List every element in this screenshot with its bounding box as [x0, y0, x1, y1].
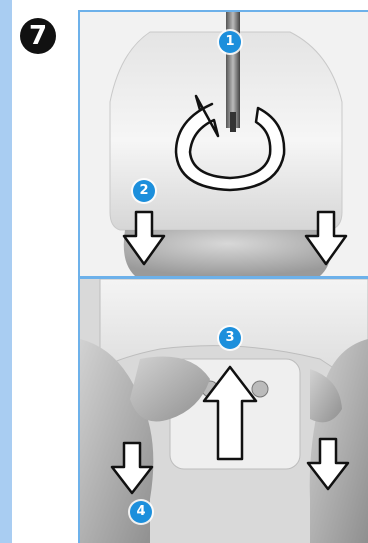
left-accent-rail: [0, 0, 12, 543]
bottom-instruction-photo: [80, 279, 368, 543]
screwdriver-icon: [226, 12, 240, 132]
callout-4: 4: [130, 501, 152, 523]
callout-2: 2: [133, 180, 155, 202]
step-number-badge: 7: [20, 18, 56, 54]
callout-3: 3: [219, 327, 241, 349]
callout-1: 1: [219, 31, 241, 53]
bottom-photo-illustration: [80, 279, 368, 543]
